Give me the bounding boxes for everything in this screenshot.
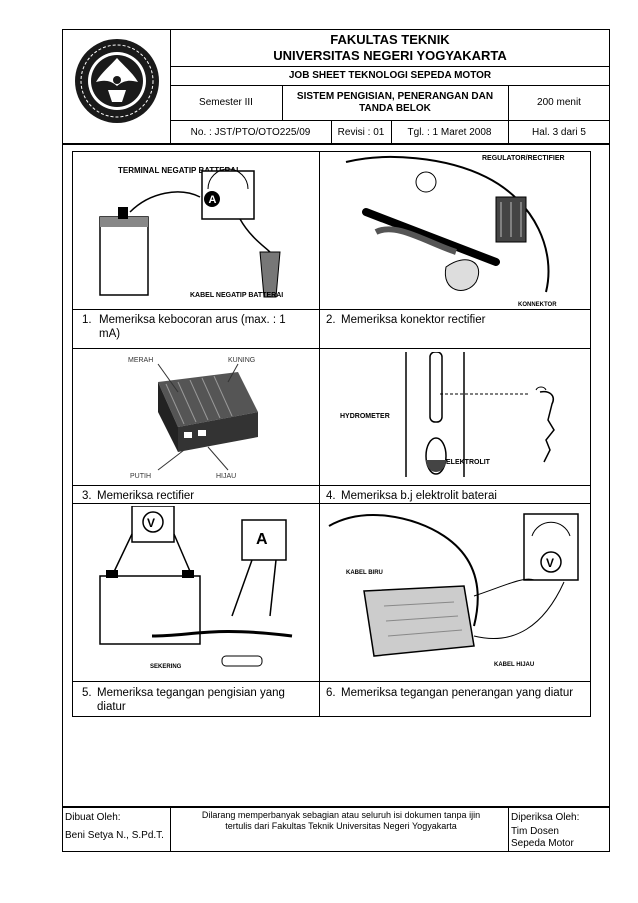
made-by-name: Beni Setya N., S.Pd.T.	[65, 830, 164, 841]
header-row-line	[170, 85, 610, 86]
figure-5-caption: Memeriksa tegangan pengisian yang diatur	[97, 687, 285, 713]
faculty-title: FAKULTAS TEKNIK	[330, 31, 450, 47]
university-logo	[72, 36, 162, 126]
figure-6-caption: Memeriksa tegangan penerangan yang diatu…	[341, 687, 574, 699]
figure-2-image: REGULATOR/RECTIFIER KONNEKTOR	[326, 152, 576, 308]
figure-6-meter-symbol: V	[546, 556, 554, 570]
figure-5-label: SEKERING	[150, 664, 182, 670]
figure-4-caption: Memeriksa b.j elektrolit baterai	[341, 490, 497, 502]
figure-3-caption-number: 3.	[82, 490, 92, 502]
figure-1-caption-number: 1.	[82, 314, 92, 326]
semester-cell: Semester III	[199, 97, 253, 108]
figure-3-caption: Memeriksa rectifier	[97, 490, 195, 502]
figure-4-caption-number: 4.	[326, 490, 336, 502]
figure-5-meter-symbol: A	[256, 531, 268, 548]
figure-6-image: V KABEL BIRU KABEL HIJAU	[324, 506, 586, 678]
revision-cell: Revisi : 01	[337, 126, 385, 138]
figure-table-divider	[72, 485, 591, 486]
figure-5-caption-number: 5.	[82, 687, 92, 699]
figure-1-label: TERMINAL NEGATIP BATTERAI	[118, 166, 238, 175]
header-divider	[331, 120, 332, 144]
checked-by-name: Tim Dosen Sepeda Motor	[511, 826, 574, 849]
header-table	[62, 29, 610, 144]
header-row-line	[170, 66, 610, 67]
made-by-label: Dibuat Oleh:	[65, 812, 121, 823]
header-divider	[508, 85, 509, 120]
job-sheet-title: JOB SHEET TEKNOLOGI SEPEDA MOTOR	[288, 70, 492, 81]
figure-4-label: HYDROMETER	[340, 413, 390, 420]
figure-5-image: V A SEKERING	[92, 505, 302, 678]
figure-table	[72, 151, 591, 717]
footer-divider	[508, 807, 509, 852]
figure-1-meter-symbol: A	[209, 194, 217, 206]
figure-3-label: PUTIH	[130, 473, 151, 480]
checked-by-label: Diperiksa Oleh:	[511, 812, 580, 823]
content-frame	[62, 144, 610, 807]
figure-table-divider	[319, 151, 320, 717]
figure-4-label: ELEKTROLIT	[446, 459, 491, 466]
footer-divider	[170, 807, 171, 852]
date-cell: Tgl. : 1 Maret 2008	[407, 126, 492, 138]
footer-table	[62, 807, 610, 852]
header-divider	[391, 120, 392, 144]
figure-3-label: HIJAU	[216, 473, 236, 480]
figure-1-caption: Memeriksa kebocoran arus (max. : 1 mA)	[99, 314, 286, 340]
page-cell: Hal. 3 dari 5	[532, 126, 586, 138]
figure-3-image: MERAH KUNING PUTIH HIJAU	[118, 352, 278, 482]
figure-table-divider	[72, 309, 591, 310]
figure-2-label: REGULATOR/RECTIFIER	[482, 155, 565, 162]
header-divider	[282, 85, 283, 120]
figure-2-label: KONNEKTOR	[518, 302, 557, 308]
figure-5-meter-symbol: V	[147, 516, 155, 530]
duration-cell: 200 menit	[537, 97, 581, 108]
figure-4-image: HYDROMETER ELEKTROLIT	[340, 351, 570, 482]
figure-6-label: KABEL HIJAU	[494, 662, 534, 668]
figure-table-divider	[72, 681, 591, 682]
university-title: UNIVERSITAS NEGERI YOGYAKARTA	[273, 48, 507, 63]
figure-2-caption: Memeriksa konektor rectifier	[341, 314, 486, 326]
figure-2-caption-number: 2.	[326, 314, 336, 326]
figure-1-image: TERMINAL NEGATIP BATTERAI A KABEL NEGATI…	[90, 157, 305, 305]
figure-3-label: MERAH	[128, 357, 153, 364]
figure-6-caption-number: 6.	[326, 687, 336, 699]
topic-cell: SISTEM PENGISIAN, PENERANGAN DAN TANDA B…	[296, 90, 494, 114]
copyright-notice: Dilarang memperbanyak sebagian atau selu…	[201, 810, 481, 831]
figure-table-divider	[72, 348, 591, 349]
header-divider	[170, 29, 171, 144]
figure-table-divider	[72, 503, 591, 504]
doc-number-cell: No. : JST/PTO/OTO225/09	[190, 126, 311, 138]
figure-1-label: KABEL NEGATIP BATTERAI	[190, 292, 283, 299]
header-row-line	[170, 120, 610, 121]
figure-3-label: KUNING	[228, 357, 255, 364]
header-divider	[508, 120, 509, 144]
figure-6-label: KABEL BIRU	[346, 570, 383, 576]
